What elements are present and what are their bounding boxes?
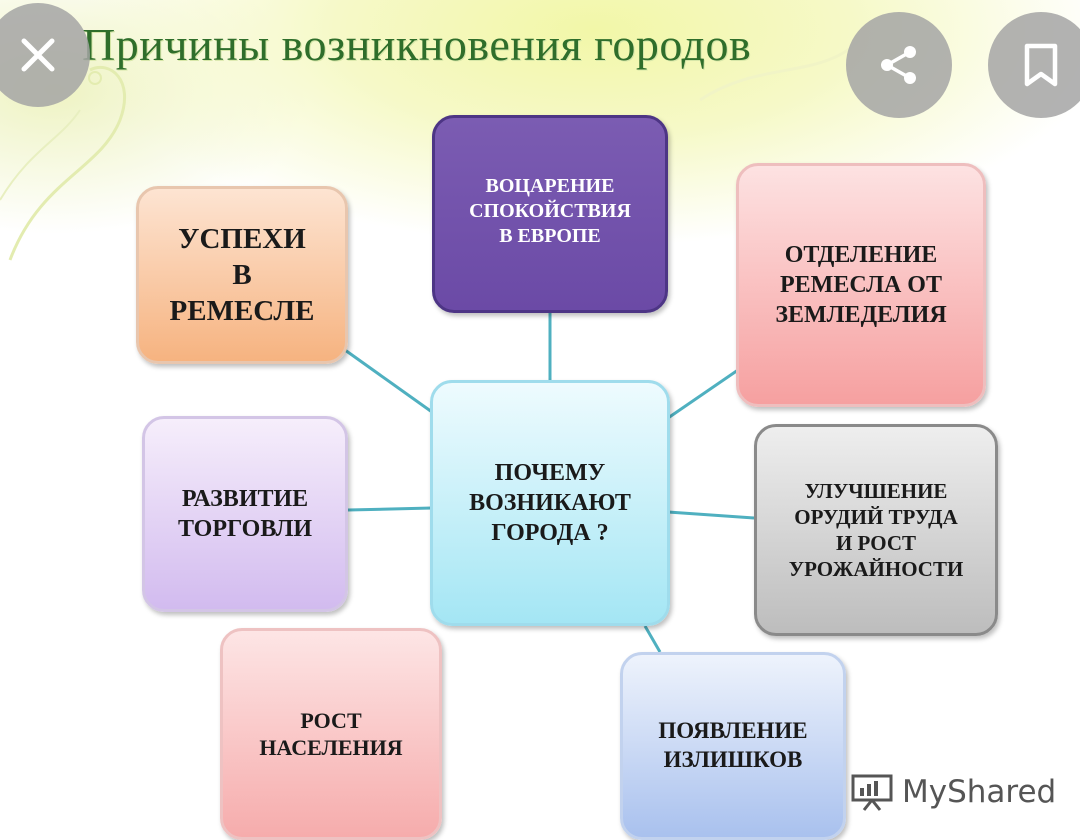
close-button[interactable] [0,3,90,107]
node-peace-label: ВОЦАРЕНИЕ СПОКОЙСТВИЯ В ЕВРОПЕ [469,175,631,247]
watermark-text: MyShared [902,774,1057,810]
node-tools-improvement: УЛУЧШЕНИЕ ОРУДИЙ ТРУДА И РОСТ УРОЖАЙНОСТ… [754,424,998,636]
node-tools-label: УЛУЧШЕНИЕ ОРУДИЙ ТРУДА И РОСТ УРОЖАЙНОСТ… [788,478,964,582]
node-surplus-label: ПОЯВЛЕНИЕ ИЗЛИШКОВ [658,718,808,772]
bookmark-icon [1024,43,1058,87]
decorative-swirls [0,38,862,261]
node-craft-success: УСПЕХИ В РЕМЕСЛЕ [136,186,348,364]
node-population-growth: РОСТ НАСЕЛЕНИЯ [220,628,442,840]
node-surplus-appearance: ПОЯВЛЕНИЕ ИЗЛИШКОВ [620,652,846,840]
slide-title: Причины возникновения городов [82,19,752,70]
node-center-question: ПОЧЕМУ ВОЗНИКАЮТ ГОРОДА ? [430,380,670,626]
node-trade-label: РАЗВИТИЕ ТОРГОВЛИ [177,486,312,542]
node-separation-of-craft: ОТДЕЛЕНИЕ РЕМЕСЛА ОТ ЗЕМЛЕДЕЛИЯ [736,163,986,407]
share-button[interactable] [846,12,952,118]
node-separation-label: ОТДЕЛЕНИЕ РЕМЕСЛА ОТ ЗЕМЛЕДЕЛИЯ [775,242,947,328]
node-trade-development: РАЗВИТИЕ ТОРГОВЛИ [142,416,348,612]
node-peace-in-europe: ВОЦАРЕНИЕ СПОКОЙСТВИЯ В ЕВРОПЕ [432,115,668,313]
node-craft-success-label: УСПЕХИ В РЕМЕСЛЕ [169,222,315,328]
node-center-label: ПОЧЕМУ ВОЗНИКАЮТ ГОРОДА ? [469,460,631,546]
node-population-label: РОСТ НАСЕЛЕНИЯ [259,707,403,761]
myshared-watermark: MyShared [850,767,1056,817]
share-icon [881,46,916,84]
presentation-board-icon [851,774,893,811]
bookmark-button[interactable] [988,12,1080,118]
close-icon [21,38,55,72]
